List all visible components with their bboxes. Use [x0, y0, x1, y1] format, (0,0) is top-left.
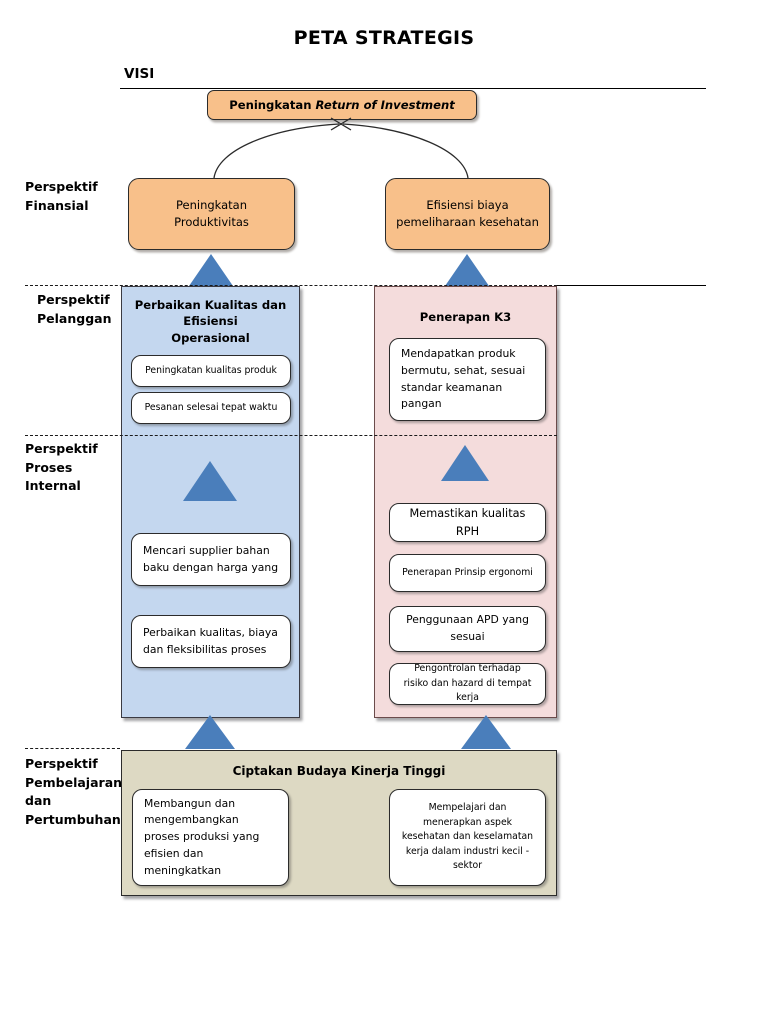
objective-efisiensi-biaya-pemeliharaan-kesehatan: Efisiensi biaya pemeliharaan kesehatan — [385, 178, 550, 250]
objective-text: Peningkatan Produktivitas — [174, 198, 249, 229]
learning-item-1: Membangun dan mengembangkan proses produ… — [132, 789, 289, 886]
learning-item-2: Mempelajari dan menerapkan aspek kesehat… — [389, 789, 546, 886]
perspective-label-customer: Perspektif Pelanggan — [37, 292, 112, 326]
customer-item-left-2: Pesanan selesai tepat waktu — [131, 392, 291, 424]
arrow-up-learning-to-internal-left — [185, 715, 235, 749]
internal-item-right-4: Pengontrolan terhadap risiko dan hazard … — [389, 663, 546, 705]
separator-customer-top — [25, 285, 557, 286]
panel-heading-penerapan-k3: Penerapan K3 — [419, 310, 512, 324]
objective-peningkatan-produktivitas: Peningkatan Produktivitas — [128, 178, 295, 250]
internal-item-right-2: Penerapan Prinsip ergonomi — [389, 554, 546, 592]
panel-heading-perbaikan-kualitas: Perbaikan Kualitas dan Efisiensi Operasi… — [134, 298, 287, 345]
panel-heading-ciptakan-budaya: Ciptakan Budaya Kinerja Tinggi — [232, 764, 446, 778]
vision-label: VISI — [124, 66, 155, 82]
separator-customer-top-solid — [557, 285, 706, 286]
objective-text: Efisiensi biaya pemeliharaan kesehatan — [396, 198, 539, 229]
internal-item-right-3: Penggunaan APD yang sesuai — [389, 606, 546, 652]
separator-learning-top — [25, 748, 120, 749]
roi-text: Peningkatan Return of Investment — [229, 97, 455, 112]
internal-item-left-2: Perbaikan kualitas, biaya dan fleksibili… — [131, 615, 291, 668]
perspective-label-learning: Perspektif Pembelajaran dan Pertumbuhan — [25, 756, 123, 827]
arrow-up-internal-to-customer-right — [441, 445, 489, 481]
perspective-label-internal: Perspektif Proses Internal — [25, 441, 98, 493]
arrow-up-internal-to-customer-left — [183, 461, 237, 501]
separator-internal-top — [25, 435, 557, 436]
arrow-up-learning-to-internal-right — [461, 715, 511, 749]
arrow-up-to-financial-left — [189, 254, 233, 286]
arrow-up-to-financial-right — [445, 254, 489, 286]
page-title: PETA STRATEGIS — [293, 27, 475, 49]
objective-return-on-investment: Peningkatan Return of Investment — [207, 90, 477, 120]
internal-item-left-1: Mencari supplier bahan baku dengan harga… — [131, 533, 291, 586]
customer-item-right-1: Mendapatkan produk bermutu, sehat, sesua… — [389, 338, 546, 421]
perspective-label-financial: Perspektif Finansial — [25, 179, 98, 213]
vision-divider-line — [120, 88, 706, 89]
internal-item-right-1: Memastikan kualitas RPH — [389, 503, 546, 542]
customer-item-left-1: Peningkatan kualitas produk — [131, 355, 291, 387]
